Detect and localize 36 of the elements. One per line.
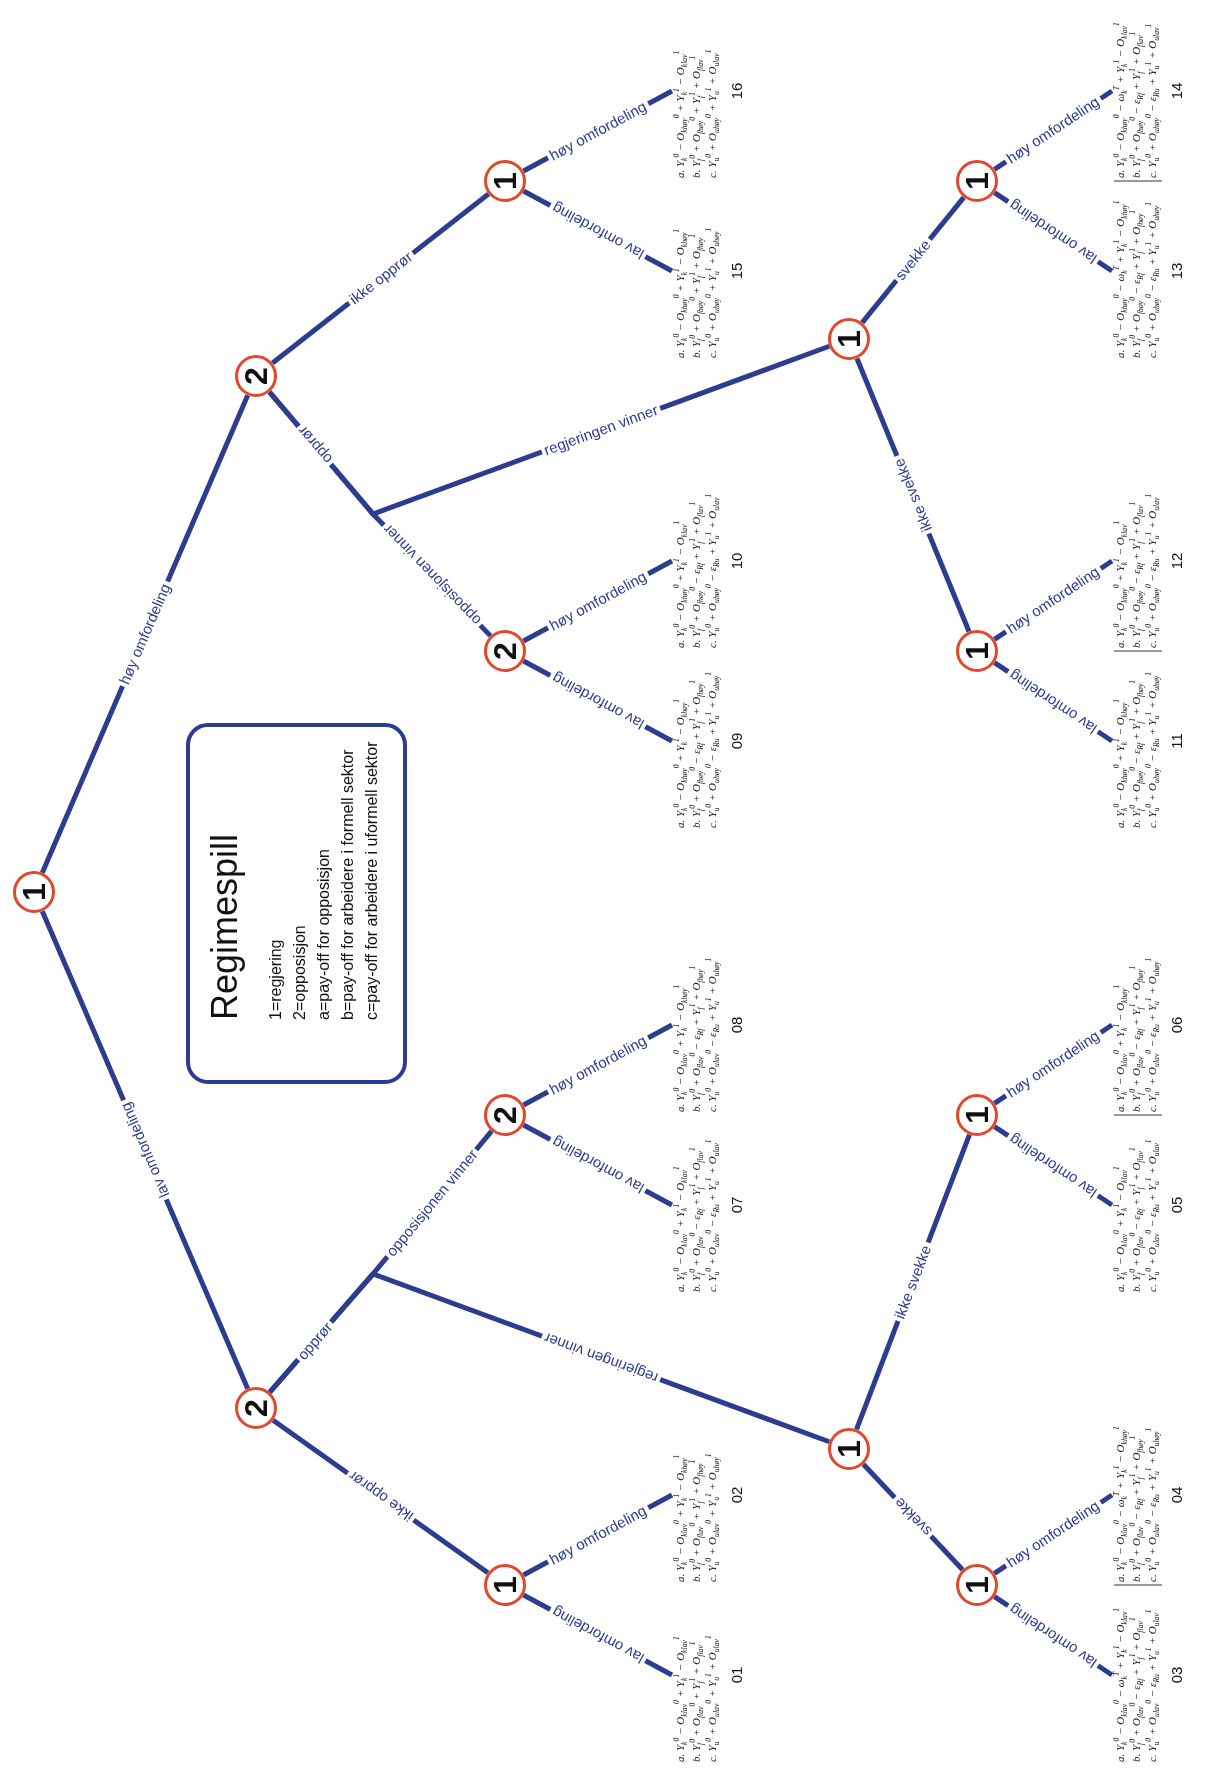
outcome-number: 07 xyxy=(728,1196,745,1214)
outcome-number: 13 xyxy=(1168,262,1185,280)
key-line: 2=opposisjon xyxy=(290,925,309,1020)
outcome-number: 11 xyxy=(1168,733,1185,749)
outcome-number: 04 xyxy=(1168,1486,1185,1504)
outcome-number: 16 xyxy=(728,82,745,100)
player-node: 2 xyxy=(484,630,526,672)
outcome-number: 10 xyxy=(728,552,745,570)
outcome-number: 01 xyxy=(728,1666,745,1684)
player-node: 1 xyxy=(484,1564,526,1606)
outcome-number: 15 xyxy=(728,262,745,280)
player-node: 1 xyxy=(13,871,55,913)
player-node: 1 xyxy=(484,160,526,202)
key-line: c=pay-off for arbeidere i uformell sektor xyxy=(362,741,381,1020)
outcome-number: 02 xyxy=(728,1486,745,1504)
player-node: 1 xyxy=(956,1564,998,1606)
outcome-number: 03 xyxy=(1168,1666,1185,1684)
player-node: 2 xyxy=(484,1094,526,1136)
player-node: 1 xyxy=(828,318,870,360)
outcome-number: 12 xyxy=(1168,552,1185,570)
player-node: 2 xyxy=(235,1387,277,1429)
key-line: a=pay-off for opposisjon xyxy=(314,849,333,1020)
player-node: 2 xyxy=(235,355,277,397)
player-node: 1 xyxy=(956,630,998,672)
player-node: 1 xyxy=(956,160,998,202)
player-node: 1 xyxy=(828,1428,870,1470)
key-line: b=pay-off for arbeidere i formell sektor xyxy=(338,749,357,1020)
outcome-number: 14 xyxy=(1168,82,1185,100)
outcome-number: 05 xyxy=(1168,1196,1185,1214)
legend-title: Regimespill xyxy=(204,833,246,1020)
legend-box xyxy=(186,723,407,1084)
player-node: 1 xyxy=(956,1094,998,1136)
key-line: 1=regjering xyxy=(266,939,285,1020)
outcome-number: 08 xyxy=(728,1016,745,1034)
outcome-number: 06 xyxy=(1168,1016,1185,1034)
outcome-number: 09 xyxy=(728,732,745,750)
